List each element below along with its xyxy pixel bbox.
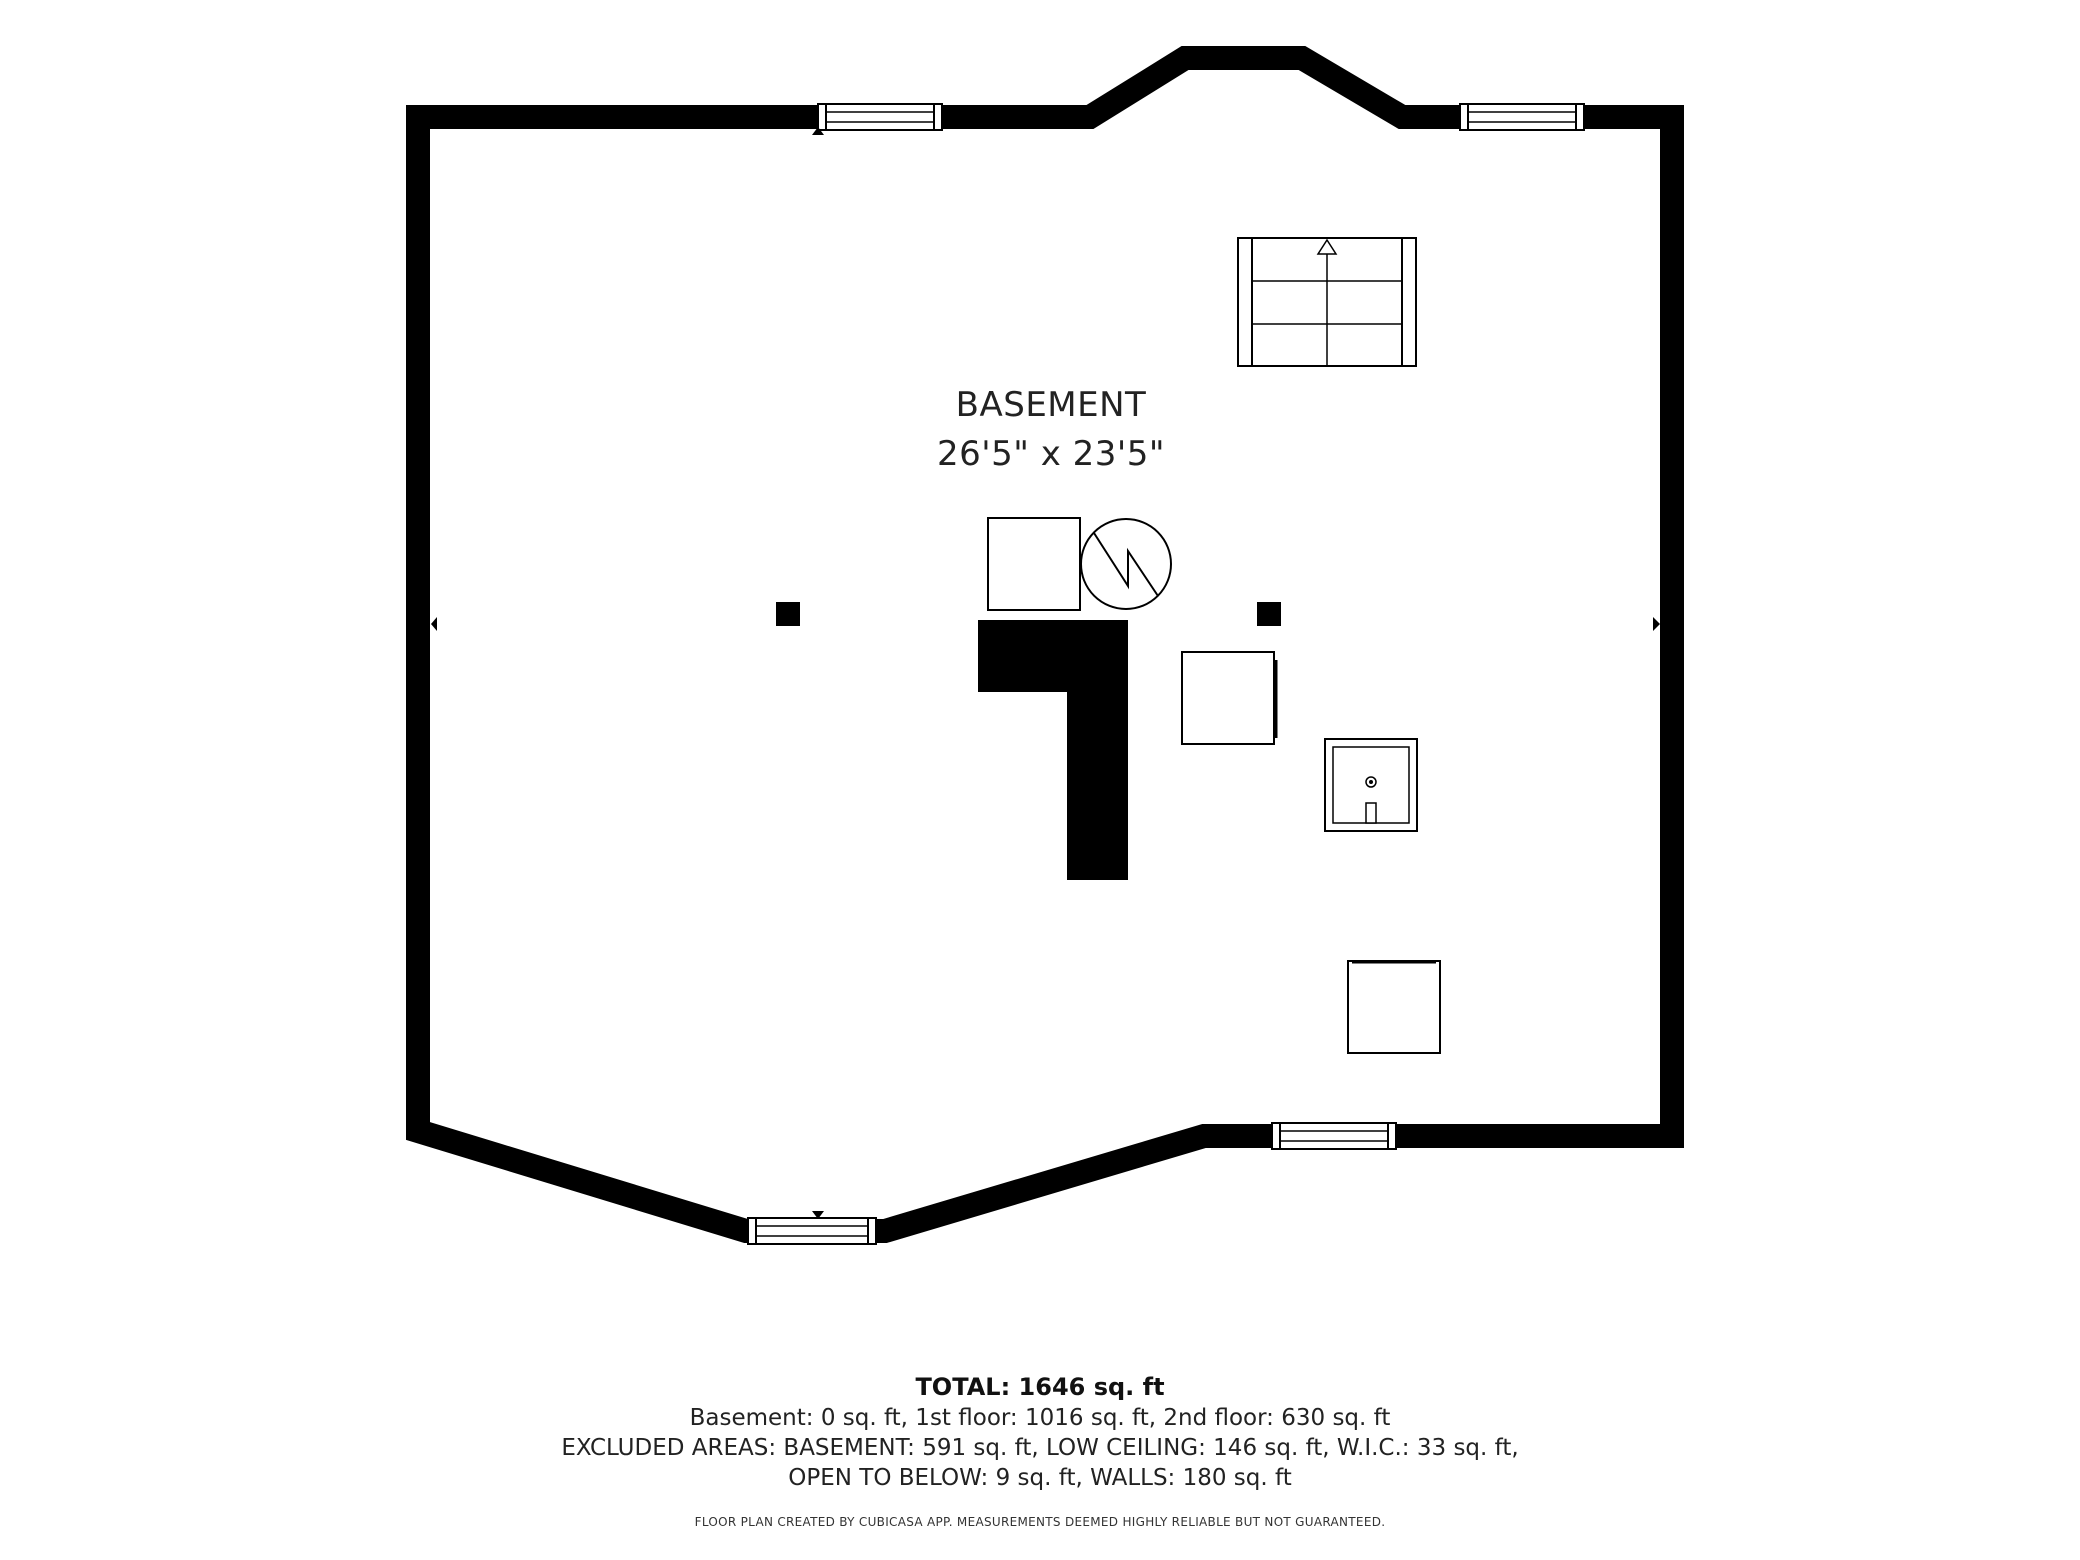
excluded-areas-line-2: OPEN TO BELOW: 9 sq. ft, WALLS: 180 sq. … [788,1465,1292,1491]
window-bottom-right [1271,1122,1397,1150]
stairs-up-arrow-icon [1316,238,1338,255]
window-top-left [817,103,943,131]
window-top-right [1459,103,1585,131]
room-name: BASEMENT [956,385,1147,425]
total-area: TOTAL: 1646 sq. ft [915,1373,1165,1401]
appliance-box [987,517,1081,611]
window-bottom-left [747,1217,877,1245]
marker-arrow-top [812,127,824,135]
floor-areas: Basement: 0 sq. ft, 1st floor: 1016 sq. … [689,1405,1391,1431]
exterior-walls [406,46,1684,1243]
support-post-left [776,602,800,626]
dryer-box [1181,651,1278,745]
marker-arrow-right [1653,617,1660,631]
support-post-right [1257,602,1281,626]
utility-sink-icon [1324,738,1418,832]
excluded-areas-line-1: EXCLUDED AREAS: BASEMENT: 591 sq. ft, LO… [561,1435,1519,1461]
water-heater-icon [1080,518,1172,610]
storage-box [1347,960,1441,1054]
room-dimensions: 26'5" x 23'5" [937,434,1165,474]
disclaimer: FLOOR PLAN CREATED BY CUBICASA APP. MEAS… [694,1515,1386,1529]
marker-arrow-left [431,617,437,631]
stairs [1237,237,1417,367]
marker-arrow-bottom [812,1211,824,1219]
chimney-block [978,620,1128,880]
